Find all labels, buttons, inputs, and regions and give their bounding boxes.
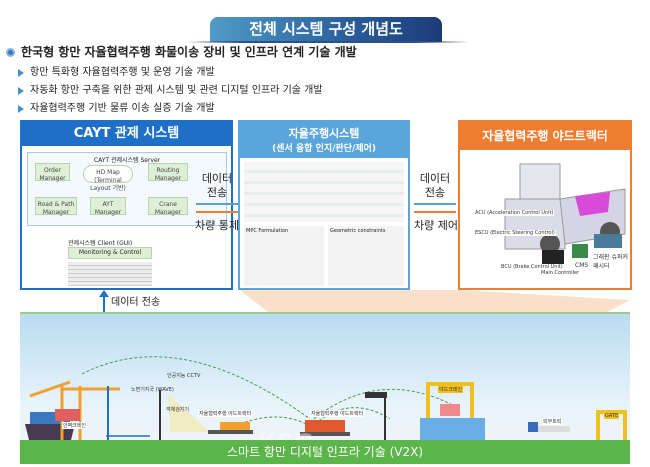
crane-manager: Crane Manager bbox=[148, 197, 188, 216]
cms-board-icon bbox=[572, 244, 588, 258]
acu-label: ACU (Acceleration Control Unit) bbox=[474, 210, 555, 216]
cms-label: CMS bbox=[574, 262, 590, 269]
cctv-label: 인공지능 CCTV bbox=[167, 373, 201, 379]
bullet-icon bbox=[6, 48, 15, 57]
title-underline bbox=[185, 41, 470, 43]
yard-crane-label: 야드크레인 bbox=[438, 386, 464, 393]
arrow-head-icon bbox=[99, 290, 109, 297]
triangle-icon bbox=[18, 68, 24, 77]
bullet-text: 자율협력주행 기반 물류 이송 실증 기술 개발 bbox=[30, 103, 215, 114]
autonomous-header: 자율주행시스템 (센서 융합 인지/판단/제어) bbox=[240, 122, 408, 158]
server-label: CAYT 관제시스템 Server bbox=[93, 157, 161, 164]
bullet-text: 항만 특화형 자율협력주행 및 운영 기술 개발 bbox=[30, 67, 215, 78]
gate-label: GATE bbox=[604, 413, 620, 419]
bullet-item: 항만 특화형 자율협력주행 및 운영 기술 개발 bbox=[18, 66, 215, 79]
data-transfer-label: 데이터 전송 bbox=[419, 172, 451, 199]
gui-screenshot bbox=[68, 262, 152, 286]
yard-tractor-label: 자율협력주행 야드트랙터 bbox=[198, 410, 253, 417]
main-heading: 한국형 항만 자율협력주행 화물이송 장비 및 인프라 연계 기술 개발 bbox=[6, 45, 357, 60]
architecture-figure bbox=[244, 162, 404, 222]
mpc-figure: MPC Formulation bbox=[244, 226, 324, 286]
external-truck-label: 외부트럭 bbox=[542, 418, 563, 425]
triangle-icon bbox=[18, 104, 24, 113]
client-label: 관제시스템 Client (GUI) bbox=[68, 240, 133, 247]
uplink-label: 데이터 전송 bbox=[111, 297, 161, 308]
tractor-panel: 자율협력주행 야드트랙터 ACU (Acceleration Control U… bbox=[458, 120, 632, 290]
yard-tractor-image bbox=[504, 163, 626, 254]
supercapacitor-icon bbox=[594, 234, 622, 248]
escu-label: ESCU (Electric Steering Control) bbox=[474, 230, 556, 236]
tractor-title: 자율협력주행 야드트랙터 bbox=[460, 122, 630, 150]
vehicle-control-label: 차량 통제 bbox=[195, 219, 239, 232]
quay-crane-label: 안벽크레인 bbox=[62, 422, 88, 429]
main-controller-icon bbox=[542, 250, 564, 264]
arrow-left bbox=[414, 203, 456, 205]
ayt-manager: AYT Manager bbox=[90, 197, 126, 216]
arrow-right bbox=[414, 211, 456, 213]
bcu-label: BCU (Brake Control Unit) bbox=[500, 264, 564, 270]
road-path-manager: Road & Path Manager bbox=[35, 197, 77, 216]
arrow-left bbox=[196, 203, 238, 205]
routing-manager: Routing Manager bbox=[148, 163, 188, 182]
autonomous-title: 자율주행시스템 bbox=[288, 127, 360, 140]
detector-label: 객체검지기 bbox=[166, 407, 190, 413]
data-transfer-label: 데이터 전송 bbox=[201, 172, 233, 199]
page-title: 전체 시스템 구성 개념도 bbox=[210, 17, 442, 42]
rsu-label: 노변기지국 (WAVE) bbox=[131, 387, 174, 393]
autonomous-panel: 자율주행시스템 (센서 융합 인지/판단/제어) MPC Formulation… bbox=[238, 120, 410, 290]
cayt-title: CAYT 관제 시스템 bbox=[22, 122, 231, 146]
cayt-panel: CAYT 관제 시스템 CAYT 관제시스템 Server Order Mana… bbox=[20, 120, 233, 290]
triangle-icon bbox=[18, 86, 24, 95]
main-controller-label: Main Controller bbox=[540, 270, 581, 276]
vehicle-control-label: 차량 제어 bbox=[414, 219, 458, 232]
supercap-label: 그래핀 슈퍼커패시터 bbox=[592, 252, 630, 270]
order-manager: Order Manager bbox=[35, 163, 70, 182]
server-box: CAYT 관제시스템 Server Order Manager HD Map (… bbox=[27, 152, 227, 226]
hd-map: HD Map (Terminal Layout 기반) bbox=[83, 165, 133, 192]
arrow-right bbox=[196, 211, 238, 213]
yard-tractor-label: 자율협력주행 야드트랙터 bbox=[310, 410, 365, 417]
autonomous-subtitle: (센서 융합 인지/판단/제어) bbox=[272, 144, 376, 154]
geometric-figure: Geometric constraints bbox=[328, 226, 404, 286]
infra-banner: 스마트 항만 디지털 인프라 기술 (V2X) bbox=[20, 440, 630, 464]
heading-text: 한국형 항만 자율협력주행 화물이송 장비 및 인프라 연계 기술 개발 bbox=[21, 45, 357, 59]
bullet-item: 자동화 항만 구축을 위한 관제 시스템 및 관련 디지털 인프라 기술 개발 bbox=[18, 84, 323, 97]
bullet-item: 자율협력주행 기반 물류 이송 실증 기술 개발 bbox=[18, 102, 215, 115]
monitoring-control: Monitoring & Control bbox=[68, 247, 152, 259]
bullet-text: 자동화 항만 구축을 위한 관제 시스템 및 관련 디지털 인프라 기술 개발 bbox=[30, 85, 323, 96]
